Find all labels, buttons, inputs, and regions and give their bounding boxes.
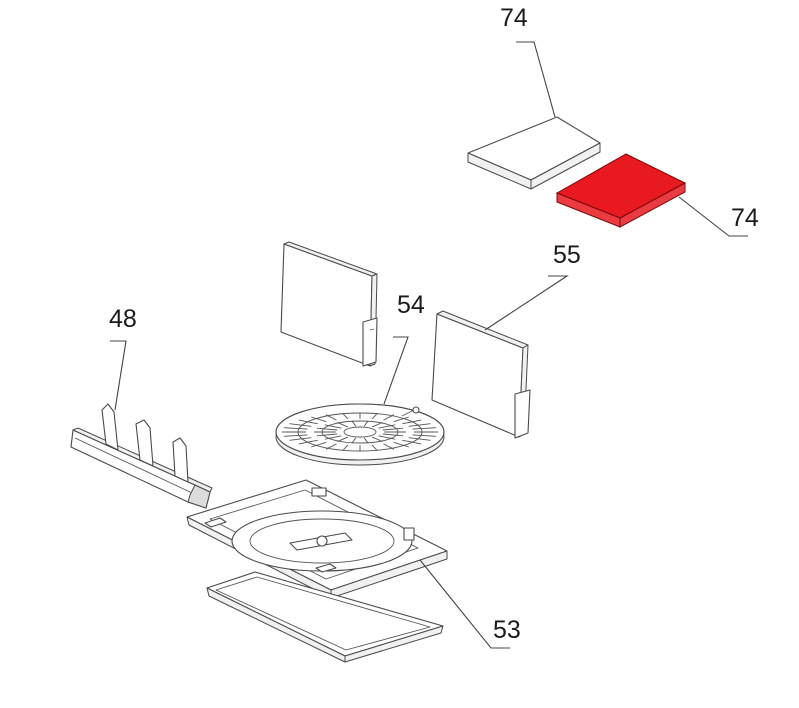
grate-slot — [363, 437, 369, 444]
grate-slot — [393, 416, 409, 423]
grate-slot — [382, 433, 404, 437]
grate-slot — [325, 443, 337, 450]
part-48-front-rail[interactable] — [70, 403, 213, 509]
leader-74-highlighted — [678, 196, 748, 237]
grate-slot — [378, 424, 396, 429]
grate-slot — [311, 416, 327, 423]
part-74-plate-upper[interactable] — [467, 116, 601, 190]
grate-slot — [402, 419, 422, 425]
leader-48 — [110, 340, 127, 411]
grate-slot — [283, 434, 308, 437]
grate-slot — [371, 444, 378, 452]
label-part-53: 53 — [493, 616, 521, 644]
grate-slot — [412, 427, 437, 430]
grate-slot — [283, 427, 308, 430]
grate-slot — [311, 441, 327, 448]
grate-slot — [298, 439, 318, 445]
grate-slot — [408, 437, 431, 441]
label-part-74-highlighted: 74 — [731, 204, 759, 232]
part-74-plate-highlighted[interactable] — [555, 153, 687, 228]
grate-slot — [371, 421, 384, 428]
part-55-panel-right[interactable] — [431, 310, 531, 439]
grate-slot — [382, 427, 404, 431]
grate-slot — [402, 439, 422, 445]
leader-74-upper — [516, 41, 556, 118]
grate-slot — [371, 436, 384, 443]
grate-slot — [351, 420, 357, 427]
leader-55 — [484, 275, 569, 331]
label-part-54: 54 — [397, 291, 425, 319]
label-part-74-upper: 74 — [500, 4, 528, 32]
grate-slot — [289, 437, 312, 441]
grate-slot — [325, 414, 337, 421]
grate-slot — [363, 420, 369, 427]
grate-slot — [289, 423, 312, 427]
grate-slot — [316, 433, 338, 437]
grate-slot — [408, 423, 431, 427]
grate-slot — [342, 444, 349, 452]
grate-slot — [412, 434, 437, 437]
part-54-round-grate[interactable] — [275, 403, 445, 466]
grate-slot — [383, 414, 395, 421]
grate-slot — [378, 435, 396, 440]
label-part-48: 48 — [109, 305, 137, 333]
grate-slot — [393, 441, 409, 448]
grate-slot — [336, 421, 348, 428]
grate-slot — [324, 435, 342, 440]
grate-slot — [383, 443, 395, 450]
grate-slot — [351, 437, 357, 444]
grate-slot — [316, 427, 338, 431]
grate-slot — [298, 419, 318, 425]
part-53-base-frame[interactable] — [186, 479, 448, 663]
label-part-55: 55 — [553, 241, 581, 269]
part-55-panel-left[interactable] — [280, 241, 378, 367]
grate-slot — [336, 436, 349, 443]
grate-slot — [371, 412, 378, 420]
grate-slot — [342, 412, 349, 420]
leader-54 — [383, 336, 409, 405]
leader-53 — [419, 559, 510, 649]
grate-slot — [324, 424, 342, 429]
leader-lines — [110, 41, 748, 649]
